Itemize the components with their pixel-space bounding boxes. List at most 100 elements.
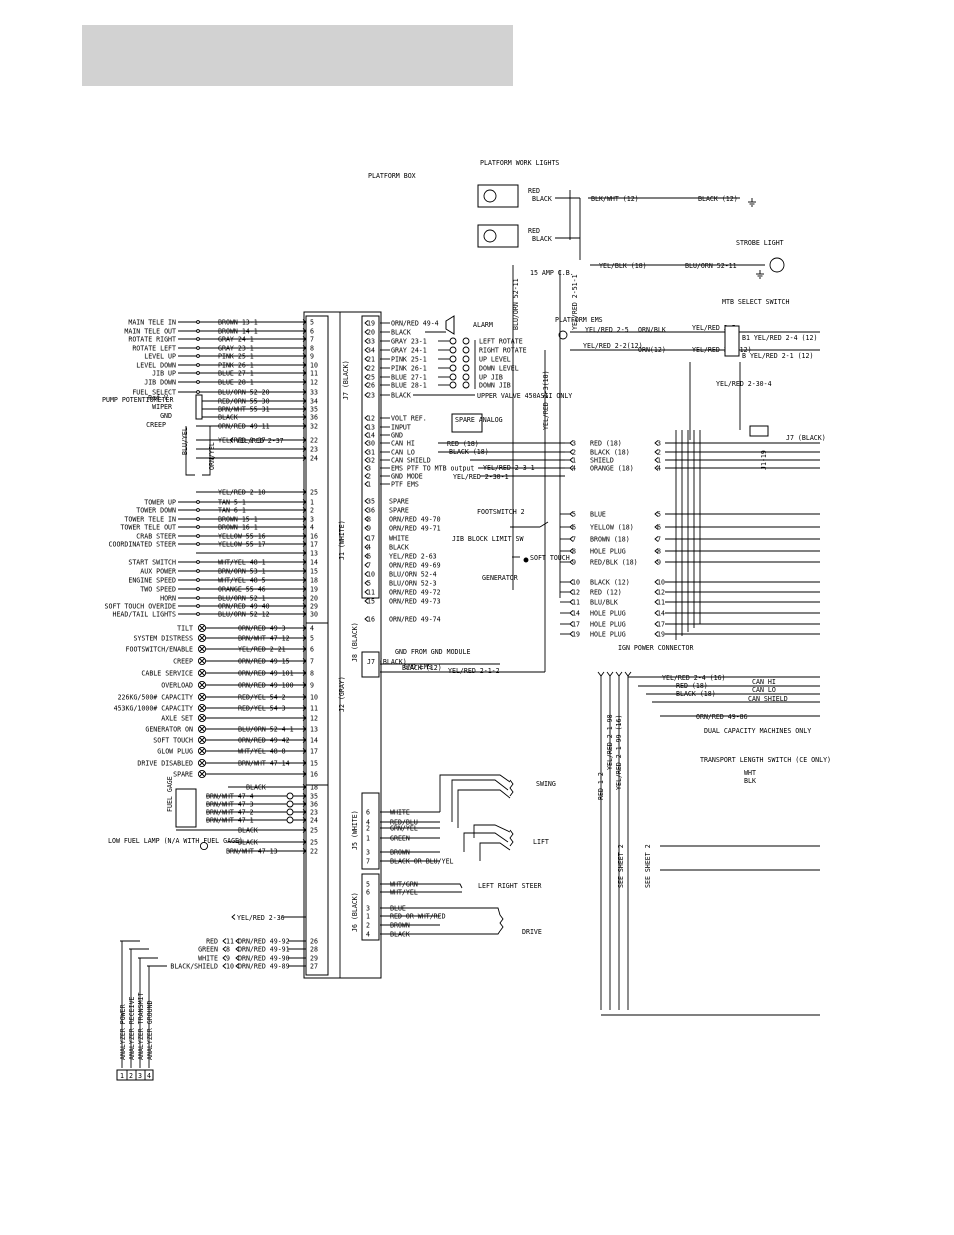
j1-function-label: TOWER TELE OUT bbox=[120, 524, 176, 532]
mid-wire-label: RED (12) bbox=[590, 589, 622, 597]
j1-pin-number: 32 bbox=[310, 423, 318, 431]
pin-chevron-icon bbox=[302, 595, 307, 601]
j6-wire-label: WHT/YEL bbox=[390, 889, 418, 897]
pin-chevron-icon bbox=[302, 737, 307, 743]
j1-wire-label: BLUE 28-1 bbox=[218, 379, 254, 387]
wire bbox=[473, 824, 511, 838]
j2-wire-label: ORN/RED 49-15 bbox=[238, 658, 290, 666]
j1-wire-label: ORN/RED 49-11 bbox=[218, 423, 270, 431]
pin-chevron-icon bbox=[654, 440, 659, 446]
mid-wire-label: ORANGE (18) bbox=[590, 465, 634, 473]
switch-contact-icon bbox=[196, 508, 200, 512]
lamp-bulb-icon bbox=[483, 189, 497, 203]
pin-chevron-icon bbox=[235, 963, 240, 969]
j5-wire-label: RED/BLU bbox=[390, 819, 418, 827]
analyzer-pin-number: 4 bbox=[147, 1072, 151, 1080]
j7b-wire-label: BLACK bbox=[389, 544, 409, 552]
pin-chevron-icon bbox=[302, 533, 307, 539]
j7-wire-label: PINK 25-1 bbox=[391, 356, 427, 364]
j1-pin-number: 12 bbox=[310, 379, 318, 387]
analyzer-wire-label: ORN/RED 49-92 bbox=[238, 938, 290, 946]
j2-pin-number: 16 bbox=[310, 771, 318, 779]
pin-chevron-icon bbox=[364, 516, 369, 522]
pin-chevron-icon bbox=[222, 963, 227, 969]
valve-function-label: DOWN JIB bbox=[479, 382, 511, 390]
strobe-light-label: STROBE LIGHT bbox=[736, 239, 784, 247]
pin-chevron-icon bbox=[302, 423, 307, 429]
j5-wire-label: BROWN bbox=[390, 849, 410, 857]
valve-function-label: DOWN LEVEL bbox=[479, 365, 519, 373]
lamp-x bbox=[199, 682, 205, 688]
mid-wire-label: BLUE bbox=[590, 511, 606, 519]
j1b-pin-number: 22 bbox=[310, 848, 318, 856]
j7b-pin-number: 5 bbox=[367, 580, 371, 588]
j2-wire-label: RED/YEL 54-2 bbox=[238, 694, 286, 702]
mid-wire-label: HOLE PLUG bbox=[590, 610, 626, 618]
j7b-wire-label: ORN/RED 49-73 bbox=[389, 598, 441, 606]
j7b-pin-number: 9 bbox=[367, 525, 371, 533]
pin-chevron-icon bbox=[302, 715, 307, 721]
gage-connector-icon bbox=[286, 808, 294, 816]
mid-pin-right: 17 bbox=[657, 621, 665, 629]
j7-wire-label: GND bbox=[391, 432, 403, 440]
pin-chevron-icon bbox=[302, 670, 307, 676]
j1-function-label: TOWER TELE IN bbox=[124, 516, 176, 524]
j1-function-label: MAIN TELE OUT bbox=[124, 328, 176, 336]
can-shield-label: CAN SHIELD bbox=[748, 695, 788, 703]
switch-contact-icon bbox=[196, 363, 200, 367]
pin-chevron-icon bbox=[231, 914, 236, 920]
j5-pin-number: 2 bbox=[366, 825, 370, 833]
potentiometer-icon bbox=[195, 394, 203, 420]
pin-chevron-icon bbox=[302, 489, 307, 495]
pin-chevron-icon bbox=[302, 336, 307, 342]
pin-chevron-icon bbox=[302, 827, 307, 833]
pin-chevron-icon bbox=[654, 579, 659, 585]
pin-chevron-icon bbox=[222, 955, 227, 961]
j1-pin-number: 1 bbox=[310, 499, 314, 507]
blu-yel-label: BLU/YEL bbox=[181, 427, 189, 455]
analyzer-label: ANALYZER TRANSMIT bbox=[137, 992, 145, 1060]
ign-pin-icon bbox=[597, 671, 605, 677]
pin-chevron-icon bbox=[364, 382, 369, 388]
j1-pin-number: 5 bbox=[310, 319, 314, 327]
alarm-label: ALARM bbox=[473, 321, 493, 329]
j1-function-label: COORDINATED STEER bbox=[109, 541, 177, 549]
valve-coil-icon bbox=[449, 337, 457, 345]
j2-function-label: SYSTEM DISTRESS bbox=[133, 635, 193, 643]
lamp-x bbox=[199, 760, 205, 766]
j1b-pin-number: 25 bbox=[310, 827, 318, 835]
j1-wire-label: GRAY 24-1 bbox=[218, 336, 254, 344]
j2-pin-number: 7 bbox=[310, 658, 314, 666]
j7-pin-number: 12 bbox=[367, 415, 375, 423]
j1-label: J1 (WHITE) bbox=[338, 520, 346, 560]
mid-wire-label: HOLE PLUG bbox=[590, 631, 626, 639]
j2-function-label: AXLE SET bbox=[161, 715, 193, 723]
j2-wire-label: BRN/WHT 47-12 bbox=[238, 635, 290, 643]
mid-pin-right: 3 bbox=[657, 440, 661, 448]
j1-pin-number: 17 bbox=[310, 541, 318, 549]
lamp-x bbox=[199, 658, 205, 664]
pin-chevron-icon bbox=[302, 603, 307, 609]
light-red-label: RED bbox=[528, 227, 540, 235]
switch-contact-icon bbox=[196, 337, 200, 341]
j2-function-label: OVERLOAD bbox=[161, 682, 193, 690]
j5-pin-number: 7 bbox=[366, 858, 370, 866]
j7b-wire-label: ORN/RED 49-74 bbox=[389, 616, 441, 624]
j1-wire-label: BLU/ORN 52-12 bbox=[218, 611, 270, 619]
blk-label: BLK bbox=[744, 777, 756, 785]
mid-pin: 4 bbox=[572, 465, 576, 473]
j2-function-label: GLOW PLUG bbox=[157, 748, 193, 756]
j1b-pin-number: 35 bbox=[310, 793, 318, 801]
relay-87: J7 (BLACK) bbox=[786, 434, 826, 442]
j1-wire-label: YEL/RED 2-37 bbox=[218, 437, 266, 445]
pin-chevron-icon bbox=[302, 635, 307, 641]
j1-pin-number: 34 bbox=[310, 398, 318, 406]
pin-chevron-icon bbox=[302, 839, 307, 845]
j1-pin-number: 2 bbox=[310, 507, 314, 515]
j7b-pin-number: 36 bbox=[367, 507, 375, 515]
pin-chevron-icon bbox=[364, 440, 369, 446]
analyzer-wire-label: ORN/RED 49-91 bbox=[238, 946, 290, 954]
j1-wire-label: YELLOW 55-17 bbox=[218, 541, 266, 549]
pin-chevron-icon bbox=[654, 524, 659, 530]
pin-chevron-icon bbox=[364, 616, 369, 622]
